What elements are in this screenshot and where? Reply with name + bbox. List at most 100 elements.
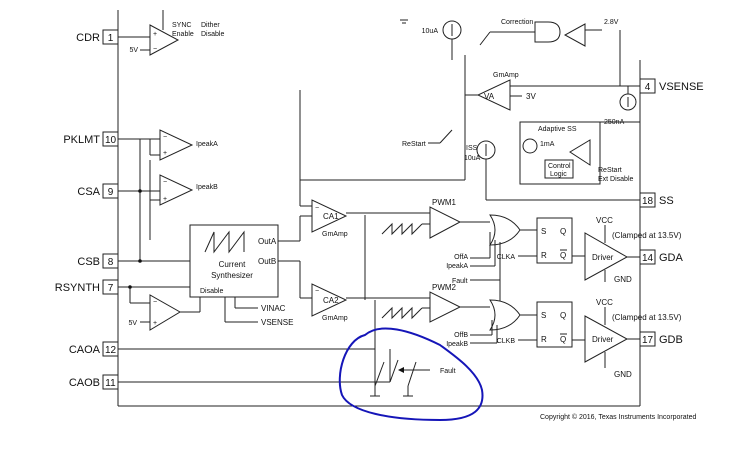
svg-text:CLKB: CLKB <box>497 338 516 345</box>
svg-text:CSA: CSA <box>77 186 100 198</box>
pin-vsense: 4 VSENSE <box>639 78 704 94</box>
svg-text:+: + <box>163 196 167 203</box>
or-gate-b: OffB IpeakB <box>446 299 537 348</box>
svg-text:IpeakA: IpeakA <box>446 263 468 270</box>
current-source-250na: 250nA <box>604 86 637 126</box>
svg-text:Disable: Disable <box>201 31 224 38</box>
driver-b: Driver VCC (Clamped at 13.5V) GND <box>584 298 682 379</box>
svg-text:−: − <box>315 205 319 212</box>
svg-text:Fault: Fault <box>452 278 468 285</box>
svg-text:10uA: 10uA <box>422 28 439 35</box>
ca1-amplifier: − CA1 GmAmp <box>299 180 430 241</box>
pin-cdr: 1 CDR <box>76 29 119 45</box>
svg-text:−: − <box>163 134 167 141</box>
svg-text:Dither: Dither <box>201 22 220 29</box>
cs-input-wires <box>118 139 190 303</box>
svg-text:VINAC: VINAC <box>261 304 286 313</box>
pin-pklmt: 10 PKLMT <box>63 131 119 147</box>
fault-switches: Fault <box>370 359 456 397</box>
svg-text:GDA: GDA <box>659 252 684 264</box>
sr-latch-b: S Q R Q CLKB <box>497 301 585 348</box>
sr-latch-a: S Q R Q CLKA <box>497 217 585 264</box>
svg-text:Q: Q <box>560 251 566 260</box>
svg-text:7: 7 <box>108 283 114 294</box>
driver-a: Driver VCC (Clamped at 13.5V) GND <box>584 216 682 284</box>
svg-text:IpeakB: IpeakB <box>196 184 218 191</box>
pin-caob: 11 CAOB <box>69 374 119 390</box>
svg-text:OutA: OutA <box>258 237 277 246</box>
svg-text:17: 17 <box>642 335 654 346</box>
svg-text:CAOA: CAOA <box>69 344 101 356</box>
svg-text:RSYNTH: RSYNTH <box>55 282 100 294</box>
svg-text:−: − <box>153 46 157 53</box>
rsynth-amplifier: − + 5V <box>128 290 201 331</box>
svg-text:−: − <box>315 288 319 295</box>
svg-text:R: R <box>541 335 547 344</box>
svg-text:ReStart: ReStart <box>598 167 622 174</box>
svg-text:+: + <box>153 31 157 38</box>
svg-text:S: S <box>541 227 546 236</box>
ic-boundary <box>117 10 641 407</box>
svg-text:VA: VA <box>484 92 495 101</box>
svg-text:Adaptive SS: Adaptive SS <box>538 126 577 133</box>
svg-text:GmAmp: GmAmp <box>493 72 519 79</box>
svg-text:GND: GND <box>614 370 632 379</box>
svg-text:5V: 5V <box>129 47 138 54</box>
svg-text:GmAmp: GmAmp <box>322 315 348 322</box>
svg-text:Current: Current <box>219 260 246 269</box>
ipeak-a-comparator: − + IpeakA <box>118 129 218 161</box>
svg-text:Q: Q <box>560 227 566 236</box>
pin-csb: 8 CSB <box>77 253 119 269</box>
svg-text:12: 12 <box>105 345 117 356</box>
svg-text:5V: 5V <box>128 320 137 327</box>
svg-text:Synthesizer: Synthesizer <box>211 271 253 280</box>
svg-text:OffA: OffA <box>454 254 468 261</box>
svg-text:IpeakB: IpeakB <box>446 341 468 348</box>
handdrawn-highlight-loop <box>338 327 484 422</box>
pwm1-comparator: PWM1 <box>381 198 490 239</box>
svg-text:Q: Q <box>560 311 566 320</box>
svg-text:8: 8 <box>108 257 114 268</box>
ca2-amplifier: − CA2 GmAmp <box>299 90 430 322</box>
svg-text:14: 14 <box>642 253 654 264</box>
svg-text:VSENSE: VSENSE <box>261 318 293 327</box>
voltage-amplifier: VA GmAmp 3V <box>300 55 640 181</box>
pwm2-comparator: PWM2 <box>381 283 490 323</box>
svg-text:PWM1: PWM1 <box>432 198 457 207</box>
cao-traces <box>118 215 391 386</box>
svg-text:ReStart: ReStart <box>402 141 426 148</box>
svg-text:Q: Q <box>560 335 566 344</box>
svg-text:1mA: 1mA <box>540 141 555 148</box>
svg-text:CA2: CA2 <box>323 296 339 305</box>
svg-text:Correction: Correction <box>501 19 533 26</box>
svg-text:3V: 3V <box>526 92 536 101</box>
svg-text:VCC: VCC <box>596 216 613 225</box>
svg-text:Enable: Enable <box>172 31 194 38</box>
svg-text:10uA: 10uA <box>464 155 481 162</box>
pin-caoa: 12 CAOA <box>69 341 119 357</box>
svg-text:Driver: Driver <box>592 253 614 262</box>
svg-text:2.8V: 2.8V <box>604 19 619 26</box>
svg-text:IpeakA: IpeakA <box>196 141 218 148</box>
cdr-comparator: + − 5V SYNC Enable Dither Disable <box>118 10 224 56</box>
svg-text:SYNC: SYNC <box>172 22 191 29</box>
svg-text:+: + <box>153 320 157 327</box>
svg-text:GmAmp: GmAmp <box>322 231 348 238</box>
svg-text:−: − <box>163 179 167 186</box>
svg-text:CLKA: CLKA <box>497 254 516 261</box>
svg-text:VCC: VCC <box>596 298 613 307</box>
svg-text:CSB: CSB <box>77 256 100 268</box>
svg-text:OutB: OutB <box>258 257 276 266</box>
pin-ss: 18 SS <box>639 192 674 208</box>
svg-text:Ext Disable: Ext Disable <box>598 176 634 183</box>
svg-text:ISS: ISS <box>466 145 478 152</box>
svg-text:SS: SS <box>659 195 674 207</box>
svg-text:1: 1 <box>108 33 114 44</box>
svg-text:CDR: CDR <box>76 32 100 44</box>
svg-text:R: R <box>541 251 547 260</box>
pin-rsynth: 7 RSYNTH <box>55 279 119 295</box>
svg-text:11: 11 <box>105 378 116 389</box>
current-synthesizer: Current Synthesizer Disable OutA OutB VI… <box>189 224 300 327</box>
svg-text:OffB: OffB <box>454 332 468 339</box>
svg-text:−: − <box>153 299 157 306</box>
